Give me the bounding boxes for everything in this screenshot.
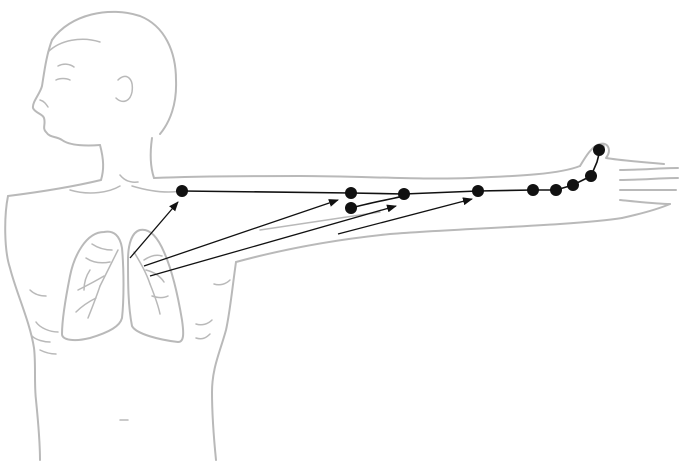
arrow-to-shoulder: [130, 202, 178, 258]
head-outline: [33, 12, 176, 182]
node-hand-2: [585, 170, 597, 182]
node-upper-arm-top: [345, 187, 357, 199]
arrow-to-upper-arm: [144, 200, 338, 266]
arm-outline: [154, 144, 678, 262]
node-forearm: [472, 185, 484, 197]
node-upper-arm-bottom: [345, 202, 357, 214]
lung-to-arm-arrows: [130, 199, 472, 276]
node-wrist-2: [550, 184, 562, 196]
node-hand-1: [567, 179, 579, 191]
right-lung: [128, 230, 183, 342]
node-thumb: [593, 144, 605, 156]
left-lung: [62, 232, 124, 340]
arrow-to-elbow: [150, 206, 396, 276]
arm-path: [182, 150, 600, 208]
node-elbow: [398, 188, 410, 200]
node-wrist-1: [527, 184, 539, 196]
lungs-outline: [62, 230, 183, 342]
node-shoulder: [176, 185, 188, 197]
path-nodes: [176, 144, 605, 214]
